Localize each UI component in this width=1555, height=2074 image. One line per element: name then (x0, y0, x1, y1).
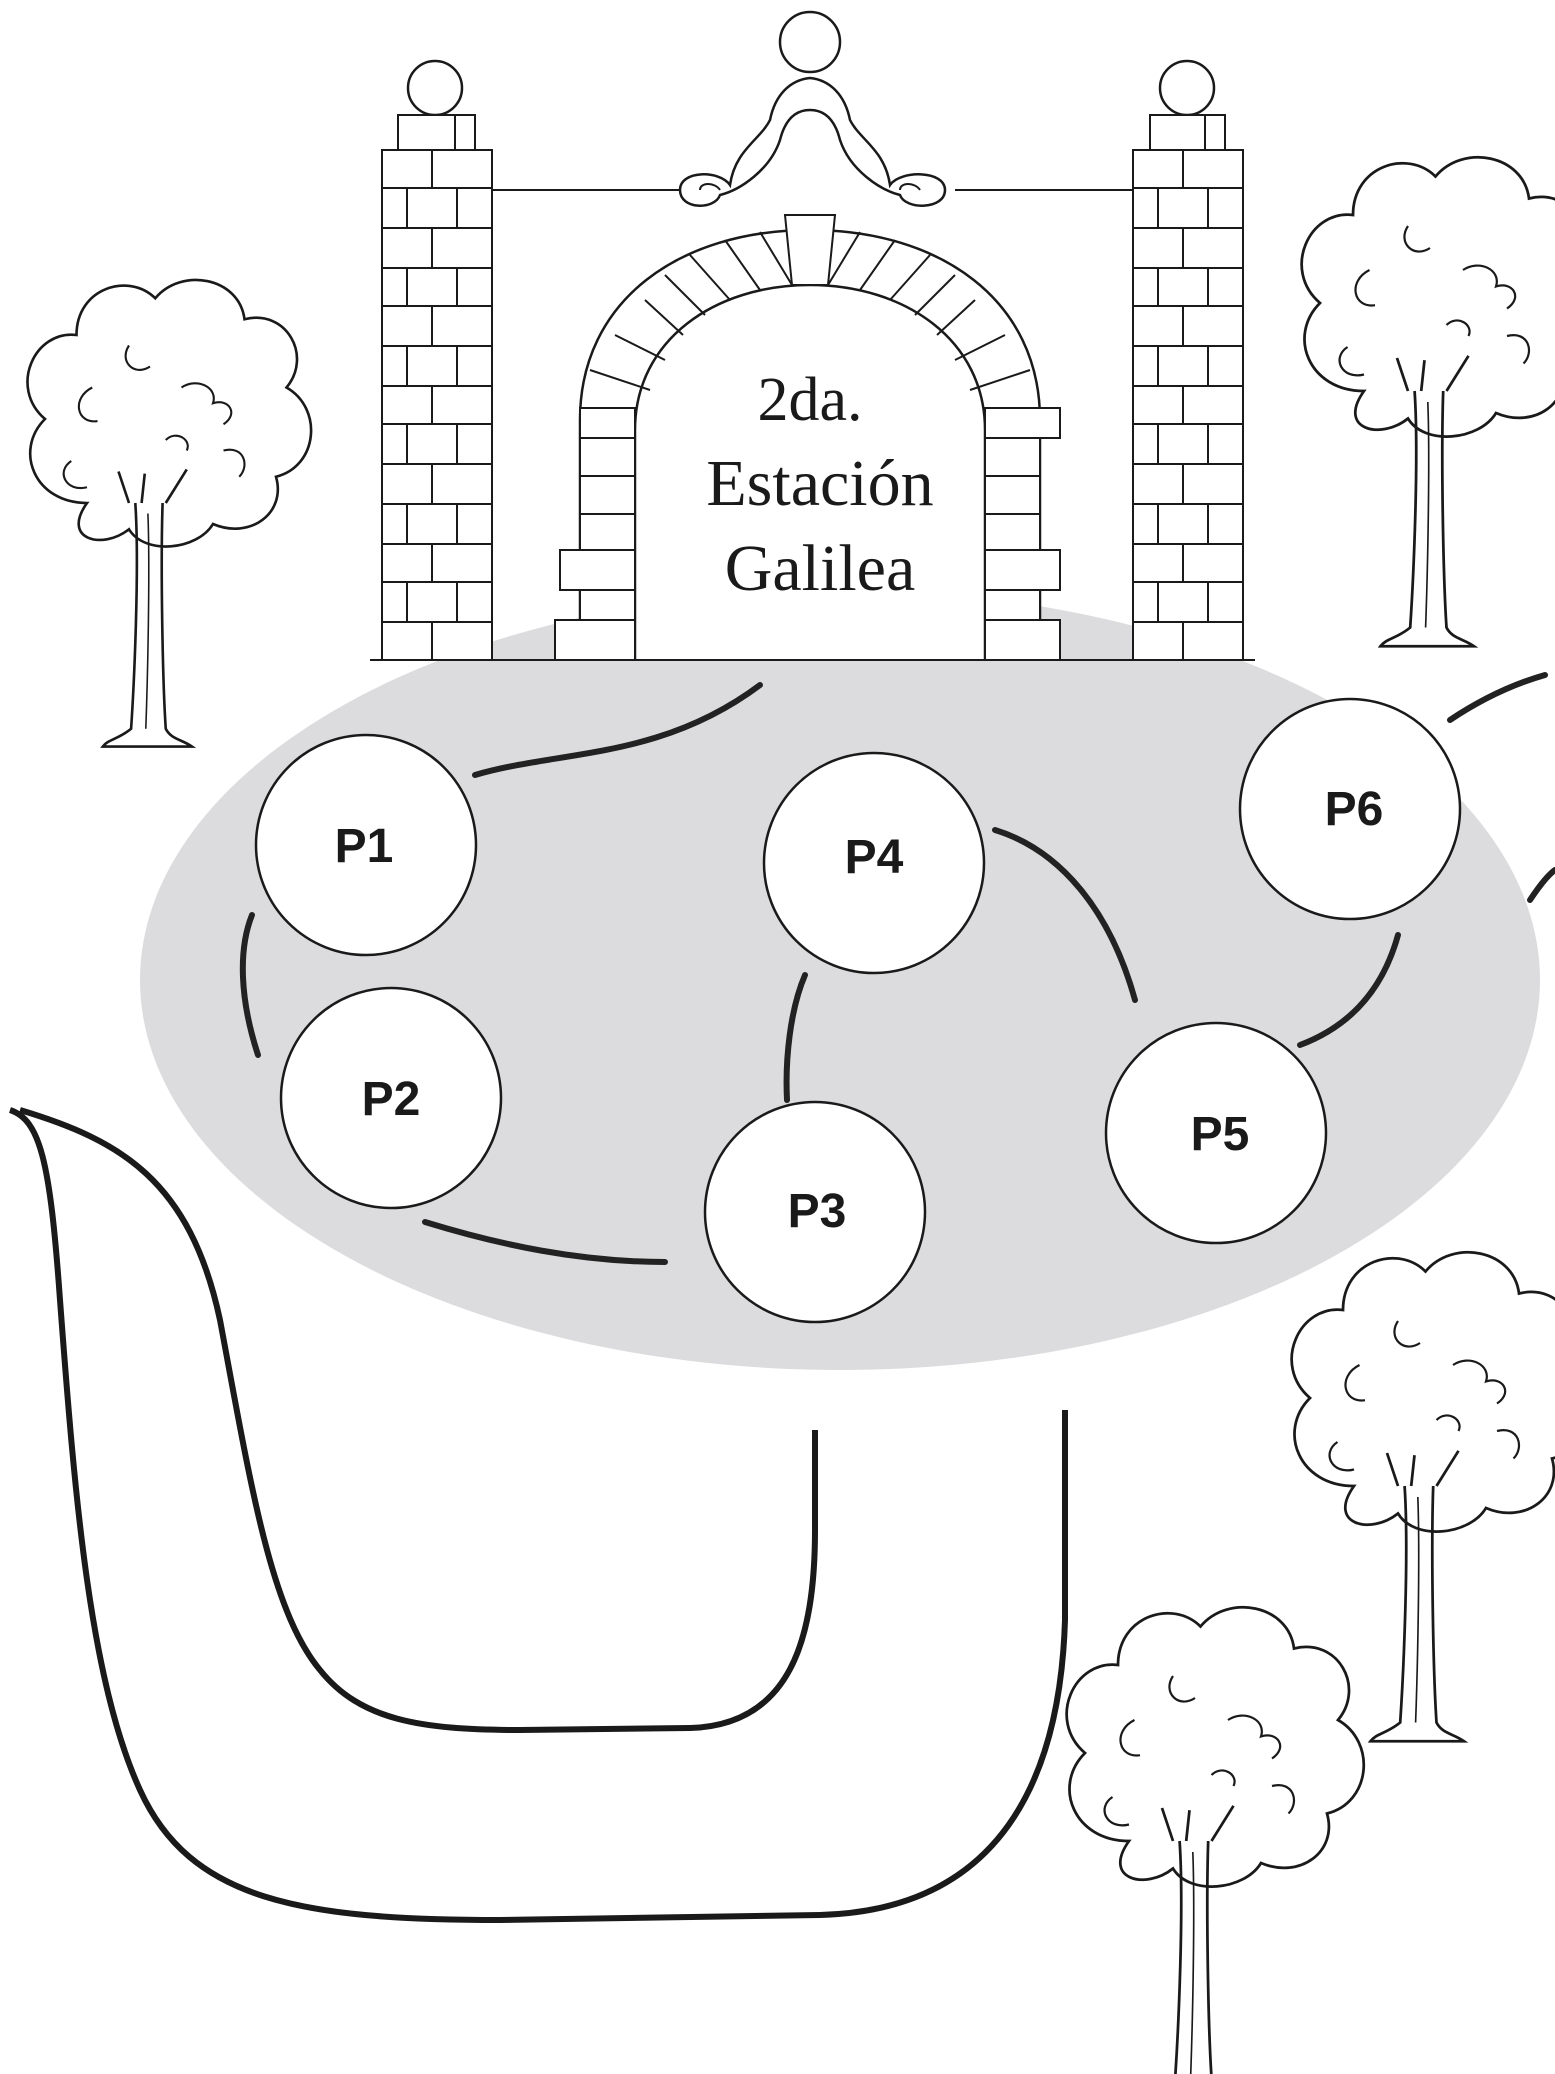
stop-p6[interactable]: P6 (1238, 697, 1462, 921)
gate-icon: 2da. Estación Galilea (370, 10, 1255, 661)
right-pillar (1132, 59, 1244, 661)
tree-icon (1300, 155, 1555, 648)
stop-label: P1 (335, 820, 394, 873)
left-pillar (381, 59, 493, 661)
tree-icon (26, 278, 313, 748)
station-title-line2: Estación (706, 447, 933, 520)
stop-label: P3 (788, 1185, 847, 1238)
stop-label: P5 (1191, 1108, 1250, 1161)
stop-label: P4 (845, 831, 904, 884)
stop-p5[interactable]: P5 (1104, 1021, 1328, 1245)
stop-label: P2 (362, 1073, 421, 1126)
stop-label: P6 (1325, 783, 1384, 836)
stop-p2[interactable]: P2 (279, 986, 503, 1210)
tree-icon (1065, 1605, 1366, 2074)
station-title-line1: 2da. (757, 366, 862, 434)
route-strokes (239, 672, 1555, 1265)
stop-p1[interactable]: P1 (254, 733, 478, 957)
station-title-line3: Galilea (725, 532, 916, 605)
path-icon (8, 1107, 1068, 1924)
stop-p4[interactable]: P4 (762, 751, 986, 975)
stop-p3[interactable]: P3 (703, 1100, 927, 1324)
